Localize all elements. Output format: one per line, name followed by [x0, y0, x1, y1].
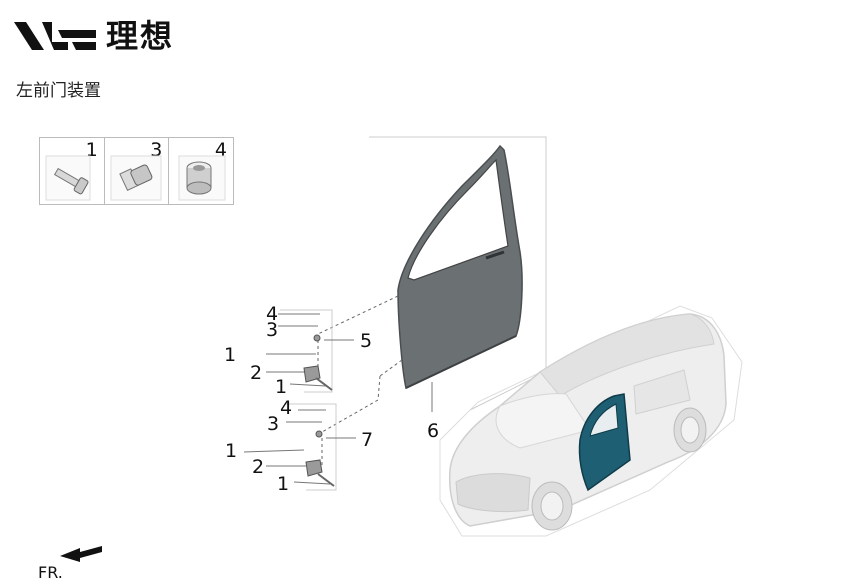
- callout-1-upper-left: 1: [224, 344, 237, 366]
- callout-4-upper: 4: [266, 303, 279, 325]
- brand-name: 理想: [106, 17, 175, 55]
- door-frame-outline: [369, 136, 547, 411]
- callout-1-lower-bottom: 1: [277, 473, 290, 495]
- callout-2-upper: 2: [250, 362, 263, 384]
- li-auto-logo-icon: [14, 22, 96, 50]
- thumbnail-part-4[interactable]: 4: [169, 138, 233, 204]
- callout-5: 5: [360, 330, 373, 352]
- callout-1-upper-bottom: 1: [275, 376, 288, 398]
- front-direction-label: FR.: [38, 563, 63, 582]
- callout-6: 6: [427, 420, 440, 442]
- front-direction-arrow-icon: [60, 546, 102, 562]
- parts-thumbnail-strip: 1 3 4: [39, 137, 234, 205]
- page-title: 左前门装置: [16, 81, 101, 101]
- brand-logo: 理想: [14, 14, 174, 58]
- nut-icon: [110, 155, 162, 201]
- door-panel-icon: [397, 144, 523, 390]
- callout-3-upper: 3: [266, 319, 279, 341]
- callout-4-lower: 4: [280, 397, 293, 419]
- lower-hinge-icon: [243, 403, 356, 491]
- callout-7: 7: [361, 429, 374, 451]
- callout-2-lower: 2: [252, 456, 265, 478]
- thumbnail-part-1[interactable]: 1: [40, 138, 105, 204]
- dashed-leaders: [317, 295, 403, 468]
- car-silhouette-icon: [439, 305, 743, 537]
- bolt-icon: [45, 155, 91, 201]
- bushing-icon: [178, 155, 226, 201]
- upper-hinge-icon: [266, 309, 354, 393]
- callout-3-lower: 3: [267, 413, 280, 435]
- callout-1-lower-left: 1: [225, 440, 238, 462]
- thumbnail-part-3[interactable]: 3: [105, 138, 170, 204]
